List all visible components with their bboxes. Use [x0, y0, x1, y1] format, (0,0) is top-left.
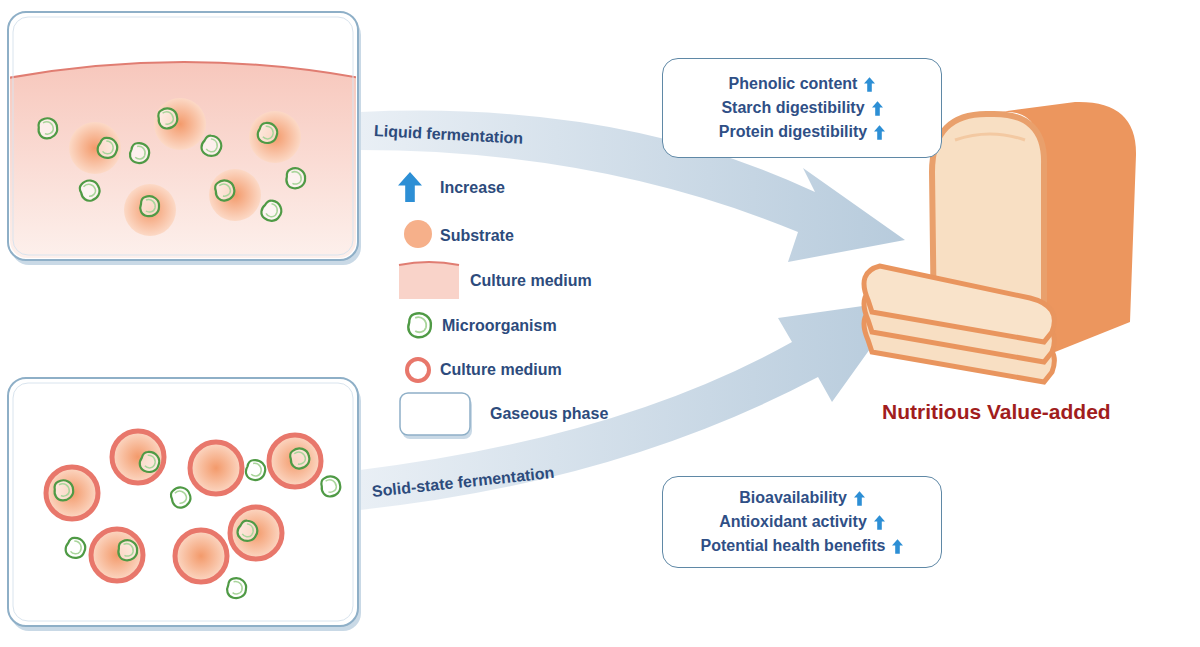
substrate	[154, 98, 206, 150]
legend-sample	[398, 172, 422, 202]
panel-inner-line	[13, 383, 353, 621]
microorganism	[63, 535, 88, 560]
legend-text: Gaseous phase	[490, 404, 608, 424]
substrate-with-medium	[112, 431, 164, 483]
increase-arrow	[864, 77, 875, 92]
microorganism	[319, 474, 342, 498]
benefit-row: Starch digestibility	[721, 96, 882, 120]
microorganism	[258, 198, 284, 225]
increase-arrow	[874, 515, 885, 530]
benefit-text: Bioavailability	[739, 489, 847, 507]
bread-slice	[864, 266, 1054, 342]
culture-medium	[10, 62, 356, 258]
outcome-label: Nutritious Value-added	[882, 400, 1111, 424]
benefit-box: BioavailabilityAntioxidant activityPoten…	[662, 476, 942, 568]
increase-arrow-shape	[872, 101, 883, 116]
culture-medium-swatch	[399, 262, 459, 299]
substrate-with-medium	[269, 435, 321, 487]
substrate-with-medium	[91, 529, 143, 581]
microorganism	[117, 539, 138, 561]
increase-arrow-shape	[864, 77, 875, 92]
medium-surface-sample	[399, 262, 459, 265]
flow-arrow	[360, 111, 905, 262]
benefit-text: Starch digestibility	[721, 99, 864, 117]
benefit-row: Phenolic content	[729, 72, 876, 96]
legend-text: Increase	[440, 178, 505, 198]
increase-arrow	[874, 125, 885, 140]
microorganism	[285, 167, 306, 189]
benefit-box: Phenolic contentStarch digestibilityProt…	[662, 58, 942, 158]
microorganism	[53, 479, 75, 502]
legend-text: Culture medium	[470, 271, 592, 291]
loaf-highlight	[955, 134, 1025, 140]
gaseous-phase-sample	[400, 393, 470, 435]
microorganism	[199, 133, 225, 159]
legend-text: Culture medium	[440, 360, 562, 380]
microorganism-inner	[415, 317, 426, 332]
benefit-row: Protein digestibility	[719, 120, 885, 144]
substrate	[209, 169, 261, 221]
microorganism	[95, 135, 120, 160]
legend-sample	[399, 392, 473, 440]
microorganism	[256, 121, 279, 145]
substrate	[69, 122, 121, 174]
increase-arrow	[892, 539, 903, 554]
solid-state-panel	[8, 378, 358, 626]
microorganism-outline	[408, 313, 431, 337]
increase-arrow-shape	[874, 125, 885, 140]
substrate-swatch	[404, 220, 432, 248]
microorganism	[168, 484, 194, 510]
microorganism	[212, 178, 237, 203]
benefit-text: Phenolic content	[729, 75, 858, 93]
increase-arrow-shape	[874, 515, 885, 530]
substrate-with-medium	[46, 467, 98, 519]
legend-text: Substrate	[440, 226, 514, 246]
microorganism	[140, 196, 159, 216]
benefit-text: Protein digestibility	[719, 123, 867, 141]
increase-arrow	[872, 101, 883, 116]
substrate	[124, 184, 176, 236]
microorganism-sample	[408, 313, 431, 337]
legend-sample	[399, 257, 459, 299]
microorganism	[245, 459, 267, 482]
legend-sample	[404, 356, 432, 384]
substrate-with-medium	[175, 530, 227, 582]
microorganism	[138, 450, 161, 474]
microorganism	[129, 142, 151, 165]
increase-arrow-shape	[854, 491, 865, 506]
microorganism	[77, 177, 103, 204]
medium-surface	[10, 62, 356, 78]
microorganism	[287, 446, 312, 471]
substrate-with-medium	[190, 442, 242, 494]
panel-inner-line	[13, 17, 353, 255]
benefit-row: Bioavailability	[739, 486, 865, 510]
legend-sample	[406, 311, 434, 339]
increase-arrow	[854, 491, 865, 506]
benefit-row: Antioxidant activity	[719, 510, 885, 534]
legend-sample	[403, 219, 433, 249]
process-label: Solid-state fermentation	[371, 464, 555, 501]
microorganism	[235, 518, 261, 544]
benefit-text: Antioxidant activity	[719, 513, 867, 531]
increase-arrow-sample	[398, 172, 422, 202]
process-label: Liquid fermentation	[374, 122, 524, 148]
microorganism	[226, 577, 247, 599]
legend-text: Microorganism	[442, 316, 557, 336]
substrate	[249, 111, 301, 163]
benefit-text: Potential health benefits	[701, 537, 886, 555]
increase-arrow-shape	[892, 539, 903, 554]
microorganism	[37, 117, 59, 140]
microorganism	[156, 106, 179, 130]
substrate-with-medium	[230, 507, 282, 559]
culture-medium-ring-sample	[407, 359, 429, 381]
benefit-row: Potential health benefits	[701, 534, 904, 558]
